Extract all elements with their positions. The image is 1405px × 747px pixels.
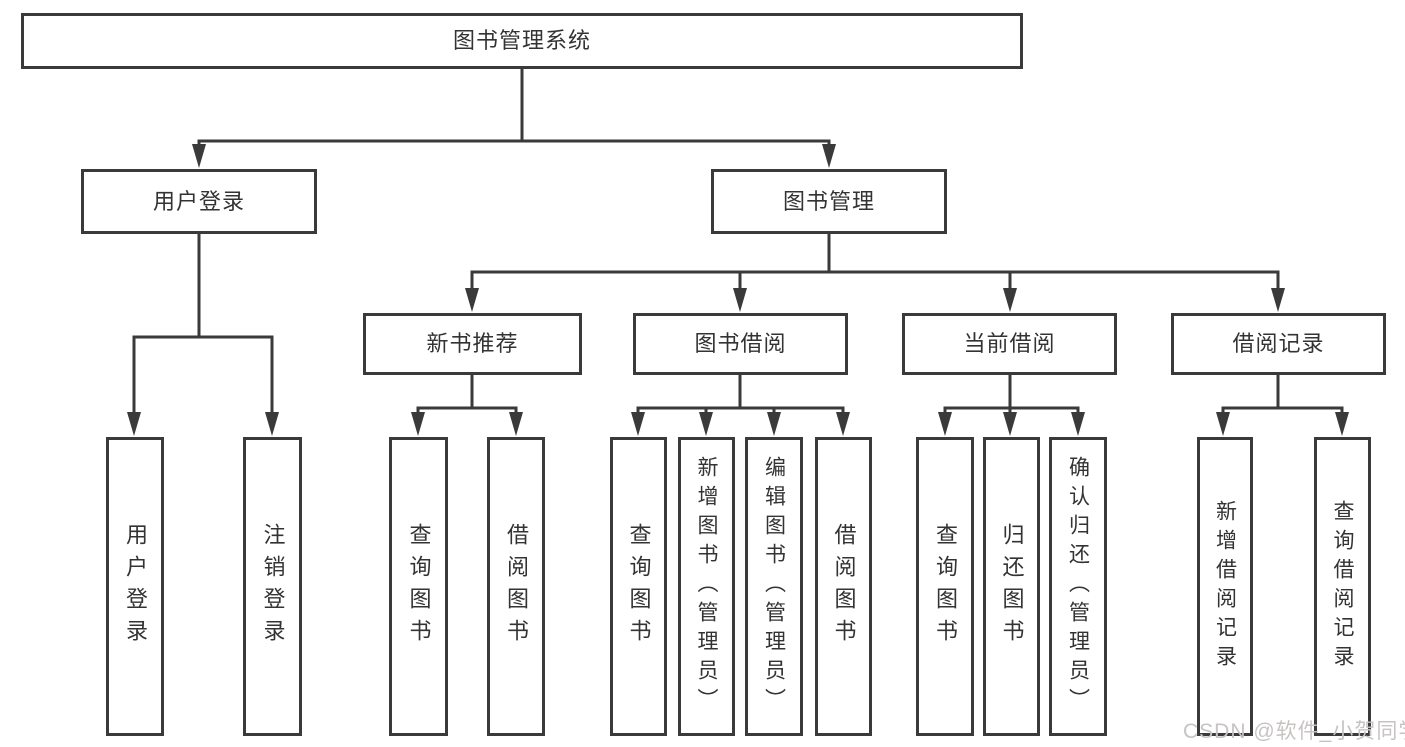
leaf-add-borrow-record: 新增借阅记录 bbox=[1197, 437, 1253, 736]
leaf-add-books-admin: 新增图书（管理员） bbox=[678, 437, 735, 736]
leaf-query-borrow-record: 查询借阅记录 bbox=[1314, 437, 1371, 736]
node-borrow-records: 借阅记录 bbox=[1171, 313, 1386, 375]
leaf-query-books-current: 查询图书 bbox=[916, 437, 974, 736]
leaf-user-login: 用户登录 bbox=[106, 437, 164, 736]
csdn-watermark: CSDN @软件_小贺同学 bbox=[1183, 720, 1405, 743]
leaf-return-books: 归还图书 bbox=[983, 437, 1040, 736]
leaf-borrow-books: 借阅图书 bbox=[815, 437, 872, 736]
arrowheads bbox=[127, 144, 1349, 436]
leaf-confirm-return-admin: 确认归还（管理员） bbox=[1049, 437, 1107, 736]
leaf-query-books-borrow: 查询图书 bbox=[610, 437, 667, 736]
node-current-borrow: 当前借阅 bbox=[902, 313, 1117, 375]
node-user-login: 用户登录 bbox=[81, 169, 317, 234]
node-book-borrow: 图书借阅 bbox=[633, 313, 848, 375]
node-root-library-system: 图书管理系统 bbox=[21, 13, 1023, 69]
node-book-management: 图书管理 bbox=[711, 169, 947, 234]
leaf-edit-books-admin: 编辑图书（管理员） bbox=[745, 437, 803, 736]
node-new-book-recommend: 新书推荐 bbox=[363, 313, 582, 375]
leaf-borrow-books-recommend: 借阅图书 bbox=[487, 437, 545, 736]
leaf-logout: 注销登录 bbox=[243, 437, 302, 736]
leaf-query-books-recommend: 查询图书 bbox=[389, 437, 448, 736]
